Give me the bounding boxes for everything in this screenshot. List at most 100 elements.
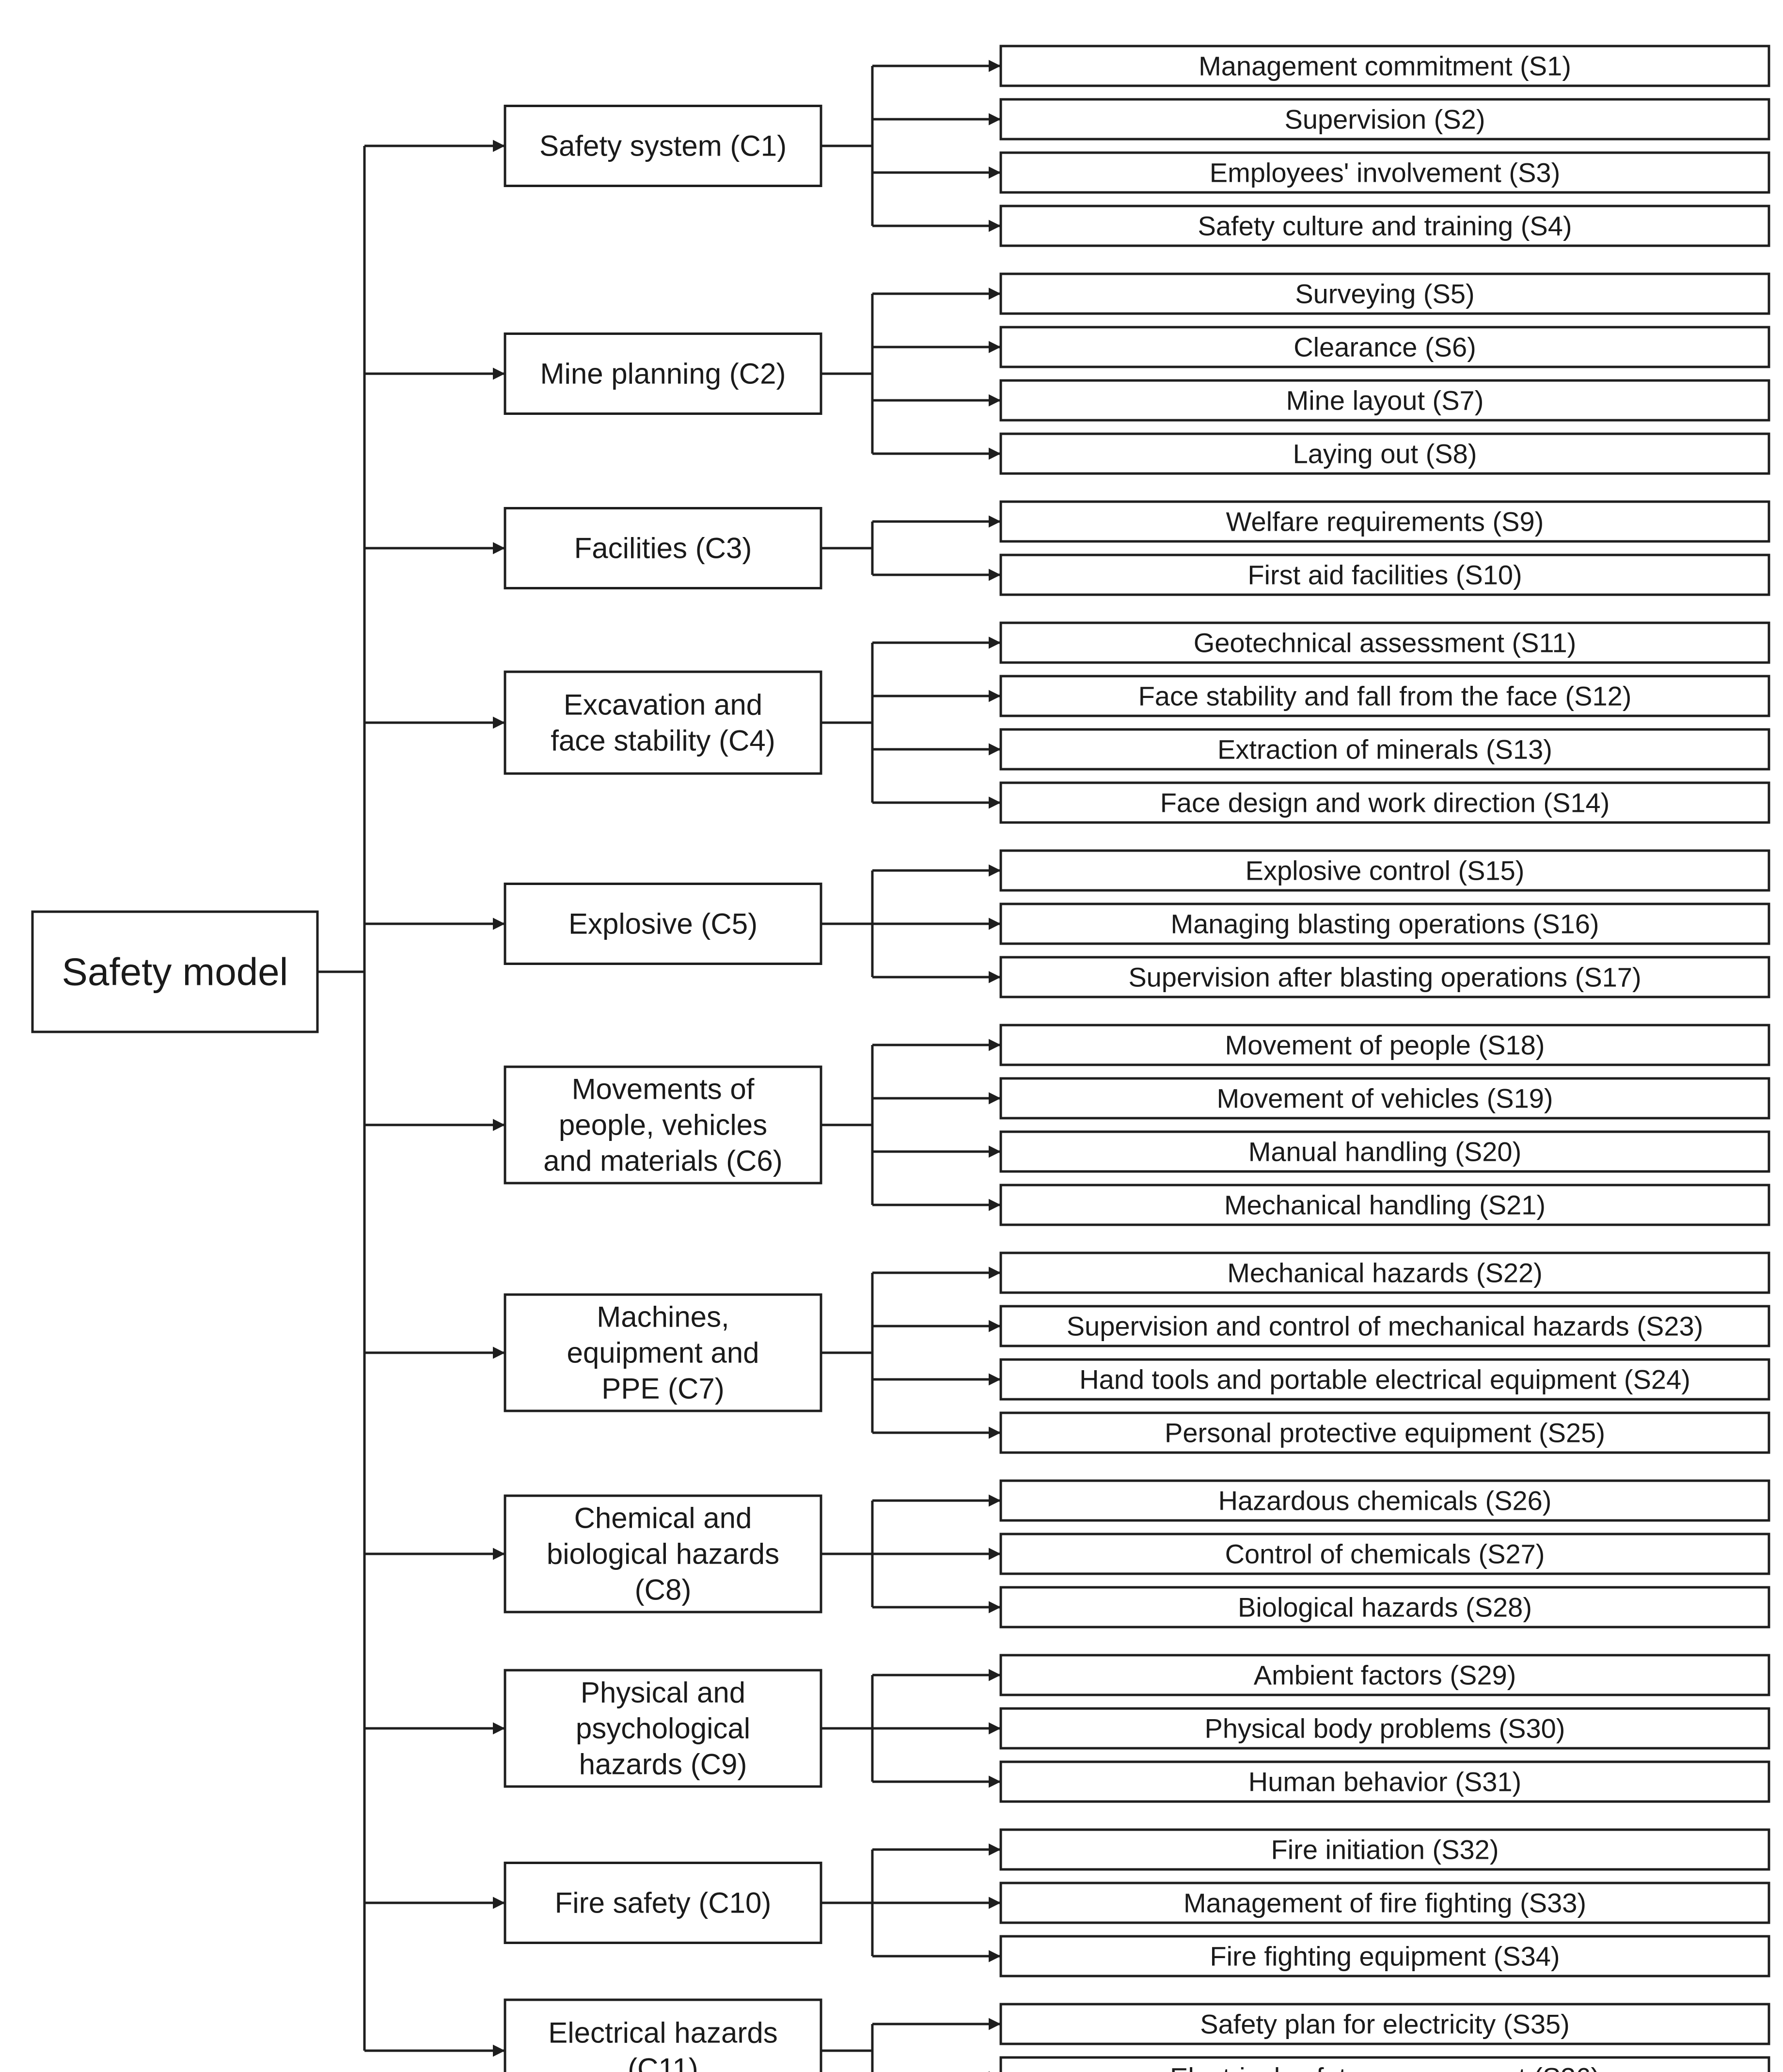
criterion-label: Explosive (C5): [568, 908, 757, 940]
subcriterion-node: Biological hazards (S28): [999, 1586, 1770, 1629]
criterion-label: Safety system (C1): [539, 130, 787, 162]
subcriterion-box: [999, 45, 1770, 87]
subcriterion-box: [999, 956, 1770, 998]
subcriterion-node: Supervision after blasting operations (S…: [999, 956, 1770, 998]
criterion-box: [504, 1862, 822, 1944]
subcriterion-label: Geotechnical assessment (S11): [1194, 628, 1577, 658]
subcriterion-box: [999, 326, 1770, 368]
criterion-box: [504, 1669, 822, 1788]
subcriterion-label: Management of fire fighting (S33): [1183, 1888, 1586, 1918]
subcriterion-node: Explosive control (S15): [999, 849, 1770, 892]
subcriterion-node: Geotechnical assessment (S11): [999, 621, 1770, 664]
subcriterion-label: Physical body problems (S30): [1205, 1713, 1565, 1744]
subcriterion-box: [999, 554, 1770, 596]
subcriterion-node: Fire initiation (S32): [999, 1828, 1770, 1871]
criterion-box: [504, 883, 822, 965]
subcriterion-box: [999, 1533, 1770, 1575]
subcriterion-node: Management commitment (S1): [999, 45, 1770, 87]
subcriterion-label: Electrical safety management (S36): [1170, 2062, 1600, 2072]
subcriterion-box: [999, 205, 1770, 247]
subcriterion-box: [999, 1411, 1770, 1454]
subcriterion-node: Mechanical handling (S21): [999, 1184, 1770, 1226]
subcriterion-label: Mine layout (S7): [1286, 385, 1484, 416]
criterion-label: and materials (C6): [543, 1145, 783, 1177]
subcriterion-label: First aid facilities (S10): [1247, 560, 1522, 590]
subcriterion-node: Managing blasting operations (S16): [999, 902, 1770, 945]
root-node: Safety model: [31, 910, 319, 1033]
subcriterion-box: [999, 781, 1770, 824]
subcriterion-node: Mechanical hazards (S22): [999, 1251, 1770, 1294]
subcriterion-label: Fire fighting equipment (S34): [1210, 1941, 1560, 1972]
subcriterion-label: Biological hazards (S28): [1238, 1592, 1532, 1623]
criterion-label: Physical and: [581, 1677, 745, 1709]
criterion-box: [504, 670, 822, 775]
criterion-label: Mine planning (C2): [540, 358, 786, 390]
subcriterion-node: Personal protective equipment (S25): [999, 1411, 1770, 1454]
criterion-node: Electrical hazards (C11): [504, 1998, 822, 2072]
criterion-label: (C11): [628, 2053, 698, 2072]
subcriterion-node: Movement of vehicles (S19): [999, 1077, 1770, 1120]
criterion-label: Excavation and: [564, 689, 762, 721]
criterion-box: [504, 332, 822, 415]
subcriterion-box: [999, 1935, 1770, 1977]
subcriterion-label: Fire initiation (S32): [1271, 1835, 1499, 1865]
subcriterion-node: Physical body problems (S30): [999, 1707, 1770, 1750]
subcriterion-box: [999, 1760, 1770, 1803]
subcriterion-label: Ambient factors (S29): [1254, 1660, 1516, 1691]
criterion-label: face stability (C4): [551, 725, 775, 757]
subcriterion-label: Management commitment (S1): [1199, 51, 1571, 81]
criterion-label: biological hazards: [547, 1538, 779, 1570]
criterion-box: [504, 105, 822, 187]
criterion-node: Fire safety (C10): [504, 1862, 822, 1944]
subcriterion-box: [999, 1130, 1770, 1173]
subcriterion-box: [999, 432, 1770, 475]
subcriterion-node: Extraction of minerals (S13): [999, 728, 1770, 771]
subcriterion-label: Safety culture and training (S4): [1198, 211, 1572, 241]
subcriterion-node: Movement of people (S18): [999, 1024, 1770, 1066]
subcriterion-label: Laying out (S8): [1293, 439, 1477, 469]
criterion-label: PPE (C7): [601, 1373, 724, 1405]
subcriterion-node: Surveying (S5): [999, 272, 1770, 315]
subcriterion-box: [999, 1707, 1770, 1750]
subcriterion-label: Mechanical hazards (S22): [1227, 1258, 1543, 1288]
subcriterion-node: Clearance (S6): [999, 326, 1770, 368]
subcriterion-box: [999, 1882, 1770, 1924]
subcriterion-node: Management of fire fighting (S33): [999, 1882, 1770, 1924]
criterion-box: [504, 1065, 822, 1185]
subcriterion-node: First aid facilities (S10): [999, 554, 1770, 596]
subcriterion-label: Personal protective equipment (S25): [1165, 1418, 1605, 1448]
subcriterion-box: [999, 1479, 1770, 1522]
subcriterion-box: [999, 1586, 1770, 1629]
subcriterion-label: Clearance (S6): [1294, 332, 1476, 363]
criterion-label: Movements of: [572, 1073, 755, 1106]
subcriterion-label: Explosive control (S15): [1246, 855, 1525, 886]
subcriterion-label: Supervision after blasting operations (S…: [1128, 962, 1641, 993]
criterion-box: [504, 1293, 822, 1412]
subcriterion-box: [999, 151, 1770, 194]
subcriterion-label: Welfare requirements (S9): [1226, 506, 1544, 537]
criterion-node: Explosive (C5): [504, 883, 822, 965]
subcriterion-label: Control of chemicals (S27): [1225, 1539, 1545, 1569]
connector-layer: [317, 60, 1001, 2072]
subcriterion-node: Employees' involvement (S3): [999, 151, 1770, 194]
subcriterion-box: [999, 500, 1770, 543]
subcriterion-label: Movement of vehicles (S19): [1216, 1083, 1553, 1114]
criterion-node: Safety system (C1): [504, 105, 822, 187]
subcriterion-label: Hazardous chemicals (S26): [1218, 1486, 1552, 1516]
subcriterion-label: Face design and work direction (S14): [1160, 788, 1610, 818]
subcriterion-node: Fire fighting equipment (S34): [999, 1935, 1770, 1977]
criterion-label: Chemical and: [574, 1502, 752, 1534]
criterion-node: Excavation and face stability (C4): [504, 670, 822, 775]
subcriterion-node: Laying out (S8): [999, 432, 1770, 475]
subcriterion-node: Safety culture and training (S4): [999, 205, 1770, 247]
subcriterion-node: Hand tools and portable electrical equip…: [999, 1358, 1770, 1401]
subcriterion-box: [999, 621, 1770, 664]
subcriterion-box: [999, 902, 1770, 945]
subcriterion-label: Managing blasting operations (S16): [1170, 909, 1599, 939]
criterion-label: Electrical hazards: [548, 2017, 778, 2049]
